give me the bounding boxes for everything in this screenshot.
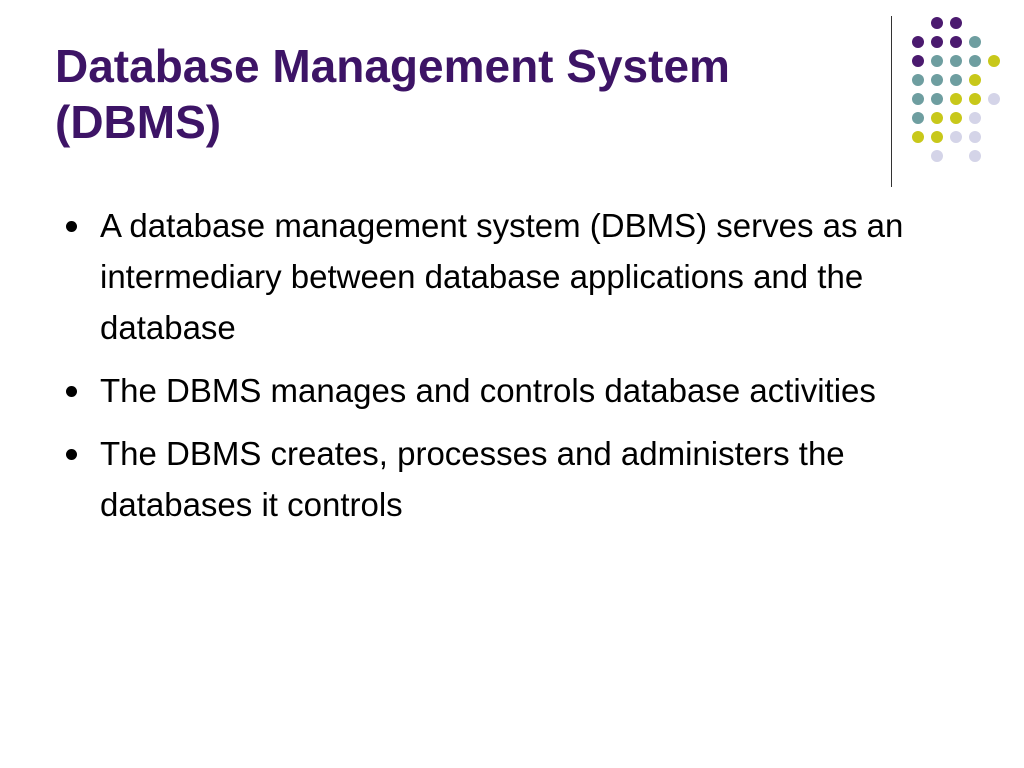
bullet-text: The DBMS creates, processes and administ… [100, 435, 845, 523]
dot [931, 93, 943, 105]
bullet-icon [66, 449, 77, 460]
dot [969, 36, 981, 48]
bullet-text: The DBMS manages and controls database a… [100, 372, 876, 409]
dot [969, 131, 981, 143]
dot [969, 150, 981, 162]
dot [931, 17, 943, 29]
dot [931, 36, 943, 48]
dot [912, 55, 924, 67]
dot [988, 55, 1000, 67]
dot [969, 74, 981, 86]
dot [988, 93, 1000, 105]
dot [950, 131, 962, 143]
dot [912, 74, 924, 86]
decorative-dot-grid [912, 17, 1000, 162]
title-line-2: (DBMS) [55, 96, 222, 148]
dot [912, 112, 924, 124]
dot [969, 112, 981, 124]
title-line-1: Database Management System [55, 40, 730, 92]
bullet-text: A database management system (DBMS) serv… [100, 207, 904, 346]
dot [912, 36, 924, 48]
bullet-icon [66, 221, 77, 232]
list-item: A database management system (DBMS) serv… [62, 200, 962, 353]
dot [912, 93, 924, 105]
list-item: The DBMS manages and controls database a… [62, 365, 962, 416]
vertical-divider [891, 16, 892, 187]
dot [912, 131, 924, 143]
dot [931, 74, 943, 86]
dot [969, 55, 981, 67]
dot [950, 93, 962, 105]
dot [950, 36, 962, 48]
dot [950, 17, 962, 29]
dot [931, 55, 943, 67]
list-item: The DBMS creates, processes and administ… [62, 428, 962, 530]
bullet-icon [66, 386, 77, 397]
dot [950, 74, 962, 86]
dot [931, 131, 943, 143]
dot [969, 93, 981, 105]
dot [931, 112, 943, 124]
dot [950, 55, 962, 67]
bullet-list: A database management system (DBMS) serv… [62, 200, 962, 542]
dot [950, 112, 962, 124]
dot [931, 150, 943, 162]
slide-title: Database Management System (DBMS) [55, 38, 875, 150]
